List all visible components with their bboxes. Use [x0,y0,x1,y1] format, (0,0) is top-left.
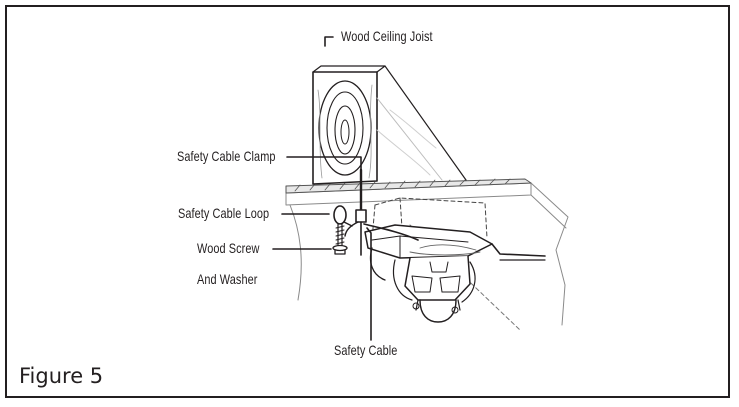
mounting-bracket [364,224,546,323]
wood-screw-and-washer [332,223,348,255]
label-safety-cable-clamp: Safety Cable Clamp [177,148,276,164]
safety-cable [344,168,419,256]
ceiling-strip [285,178,532,194]
wood-ceiling-joist [312,65,467,185]
leader-lines [272,36,372,341]
label-and-washer: And Washer [197,271,258,287]
label-safety-cable: Safety Cable [334,342,398,358]
figure-caption: Figure 5 [19,364,104,388]
safety-cable-loop [333,205,353,227]
label-wood-ceiling-joist: Wood Ceiling Joist [341,28,433,44]
label-wood-screw: Wood Screw [197,240,260,256]
label-safety-cable-loop: Safety Cable Loop [178,205,270,221]
